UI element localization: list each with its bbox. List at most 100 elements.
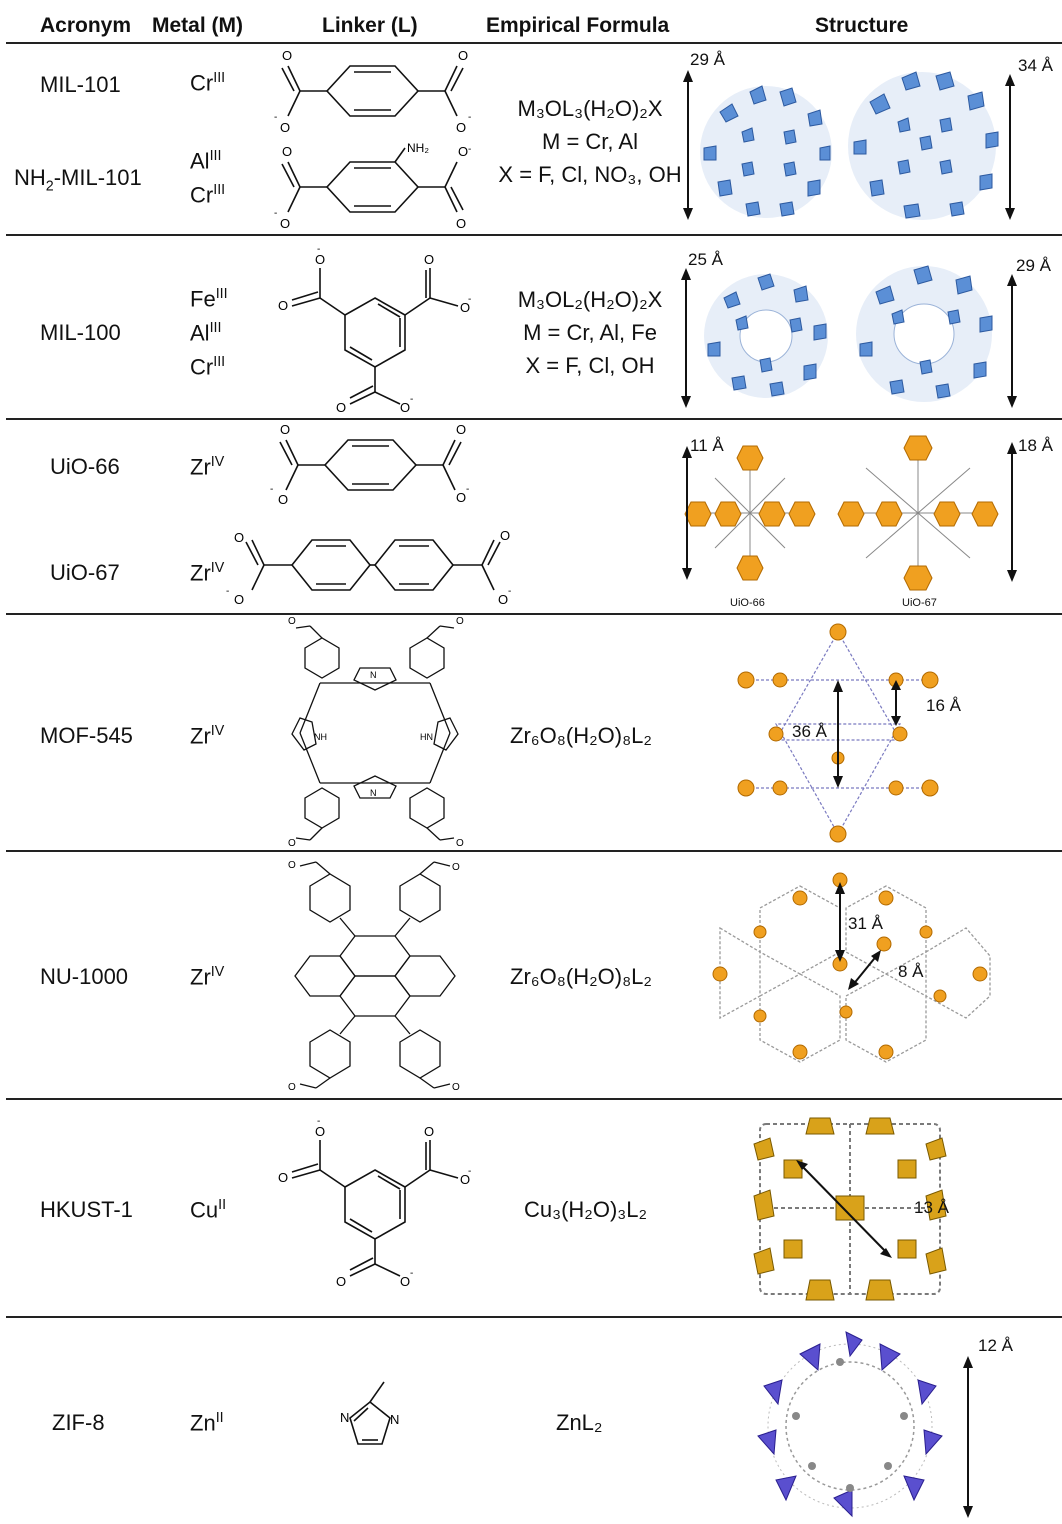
metal-mil100-cr: CrIII [190, 354, 226, 380]
acronym-mof545: MOF-545 [40, 723, 133, 748]
hkust1-structure [753, 1117, 947, 1301]
svg-text:O: O [234, 592, 244, 607]
svg-text:-: - [468, 1166, 471, 1177]
svg-text:O: O [278, 1170, 288, 1185]
dim-uio-left: 11 Å [690, 436, 724, 455]
dim-zif8: 12 Å [978, 1336, 1013, 1355]
metal-mil100-fe: FeIII [190, 286, 228, 312]
svg-text:-: - [226, 586, 229, 597]
uio67-structure [837, 435, 1017, 591]
svg-text:O: O [288, 838, 296, 849]
dim-uio-right: 18 Å [1018, 436, 1053, 455]
formula-mil101: M₃OL₃(H₂O)₂X [517, 96, 663, 121]
dim-mof545-36: 36 Å [792, 722, 827, 741]
pyrene-tetrabenzoate-linker: O O O O [288, 860, 460, 1093]
formula-zif8: ZnL₂ [556, 1410, 603, 1435]
header-metal: Metal (M) [152, 14, 243, 37]
acronym-nu1000: NU-1000 [40, 964, 129, 989]
terephthalate-linker-uio66: OO- OO- [270, 422, 469, 507]
dim-nu1000-31: 31 Å [848, 914, 883, 933]
dim-mil101-right: 34 Å [1018, 56, 1053, 75]
svg-text:O: O [460, 1172, 470, 1187]
header-linker: Linker (L) [322, 14, 418, 37]
zif8-structure [757, 1331, 973, 1518]
metal-uio67: ZrIV [190, 560, 225, 586]
svg-text:O: O [278, 298, 288, 313]
mil101-structure-large [848, 71, 1015, 220]
svg-text:-: - [410, 1268, 413, 1279]
svg-text:O: O [282, 144, 292, 159]
mof545-structure [737, 623, 939, 843]
metal-zif8: ZnII [190, 1410, 224, 1436]
nh2-label: NH₂ [407, 141, 429, 155]
svg-text:O: O [288, 860, 296, 871]
svg-text:O: O [336, 400, 346, 415]
mil101-structure-small [683, 70, 832, 220]
metal-mof545: ZrIV [190, 723, 225, 749]
formula-mof545: Zr₆O₈(H₂O)₈L₂ [510, 723, 652, 748]
svg-text:O: O [280, 120, 290, 135]
svg-text:O: O [460, 300, 470, 315]
biphenyl-dicarboxylate-linker: OO- OO- [226, 528, 511, 607]
svg-text:O: O [315, 1124, 325, 1139]
svg-text:-: - [274, 208, 277, 219]
amino-terephthalate-linker: NH₂ OO- O-O [274, 141, 471, 231]
metal-nh2-mil101-al: AlIII [190, 148, 222, 174]
caption-uio66: UiO-66 [730, 597, 765, 609]
porphyrin-n-top: N [370, 670, 377, 680]
svg-text:O: O [315, 252, 325, 267]
row-divider [6, 613, 1062, 615]
metal-mil100-al: AlIII [190, 320, 222, 346]
header-formula: Empirical Formula [486, 14, 670, 37]
svg-text:O: O [280, 422, 290, 437]
acronym-zif8: ZIF-8 [52, 1410, 105, 1435]
row-divider [6, 1316, 1062, 1318]
dim-mil101-left: 29 Å [690, 50, 725, 69]
acronym-mil101: MIL-101 [40, 72, 121, 97]
porphyrin-hn: HN [420, 732, 433, 742]
svg-text:O: O [452, 862, 460, 873]
row-divider [6, 418, 1062, 420]
svg-text:O: O [400, 400, 410, 415]
svg-text:-: - [468, 112, 471, 123]
svg-text:O: O [288, 1082, 296, 1093]
svg-text:O: O [458, 144, 468, 159]
svg-text:O: O [456, 422, 466, 437]
terephthalate-linker: OO- OO- [274, 48, 471, 135]
svg-text:O: O [456, 838, 464, 849]
formula-mil101-metals: M = Cr, Al [542, 129, 638, 154]
svg-text:-: - [466, 484, 469, 495]
svg-text:O: O [288, 616, 296, 627]
svg-text:-: - [508, 586, 511, 597]
formula-mil100-metals: M = Cr, Al, Fe [523, 320, 657, 345]
svg-text:O: O [456, 490, 466, 505]
zif8-n-left: N [340, 1410, 349, 1425]
dim-mil100-left: 25 Å [688, 250, 723, 269]
svg-text:O: O [456, 216, 466, 231]
dim-nu1000-8: 8 Å [898, 962, 924, 981]
acronym-uio66: UiO-66 [50, 454, 120, 479]
metal-nh2-mil101-cr: CrIII [190, 182, 226, 208]
svg-text:-: - [468, 144, 471, 155]
svg-text:-: - [410, 394, 413, 405]
row-divider [6, 234, 1062, 236]
svg-text:O: O [452, 1082, 460, 1093]
formula-mil100-anions: X = F, Cl, OH [525, 353, 655, 378]
nu1000-structure [712, 872, 991, 1063]
row-divider [6, 850, 1062, 852]
acronym-nh2-mil101: NH2-MIL-101 [14, 165, 142, 195]
formula-hkust1: Cu₃(H₂O)₃L₂ [524, 1197, 648, 1222]
svg-text:-: - [468, 294, 471, 305]
acronym-uio67: UiO-67 [50, 560, 120, 585]
svg-text:O: O [424, 1124, 434, 1139]
caption-uio67: UiO-67 [902, 597, 937, 609]
svg-text:O: O [458, 48, 468, 63]
metal-nu1000: ZrIV [190, 964, 225, 990]
zif8-n-right: N [390, 1412, 399, 1427]
svg-text:O: O [498, 592, 508, 607]
row-divider [6, 1098, 1062, 1100]
porphyrin-n-bottom: N [370, 788, 377, 798]
